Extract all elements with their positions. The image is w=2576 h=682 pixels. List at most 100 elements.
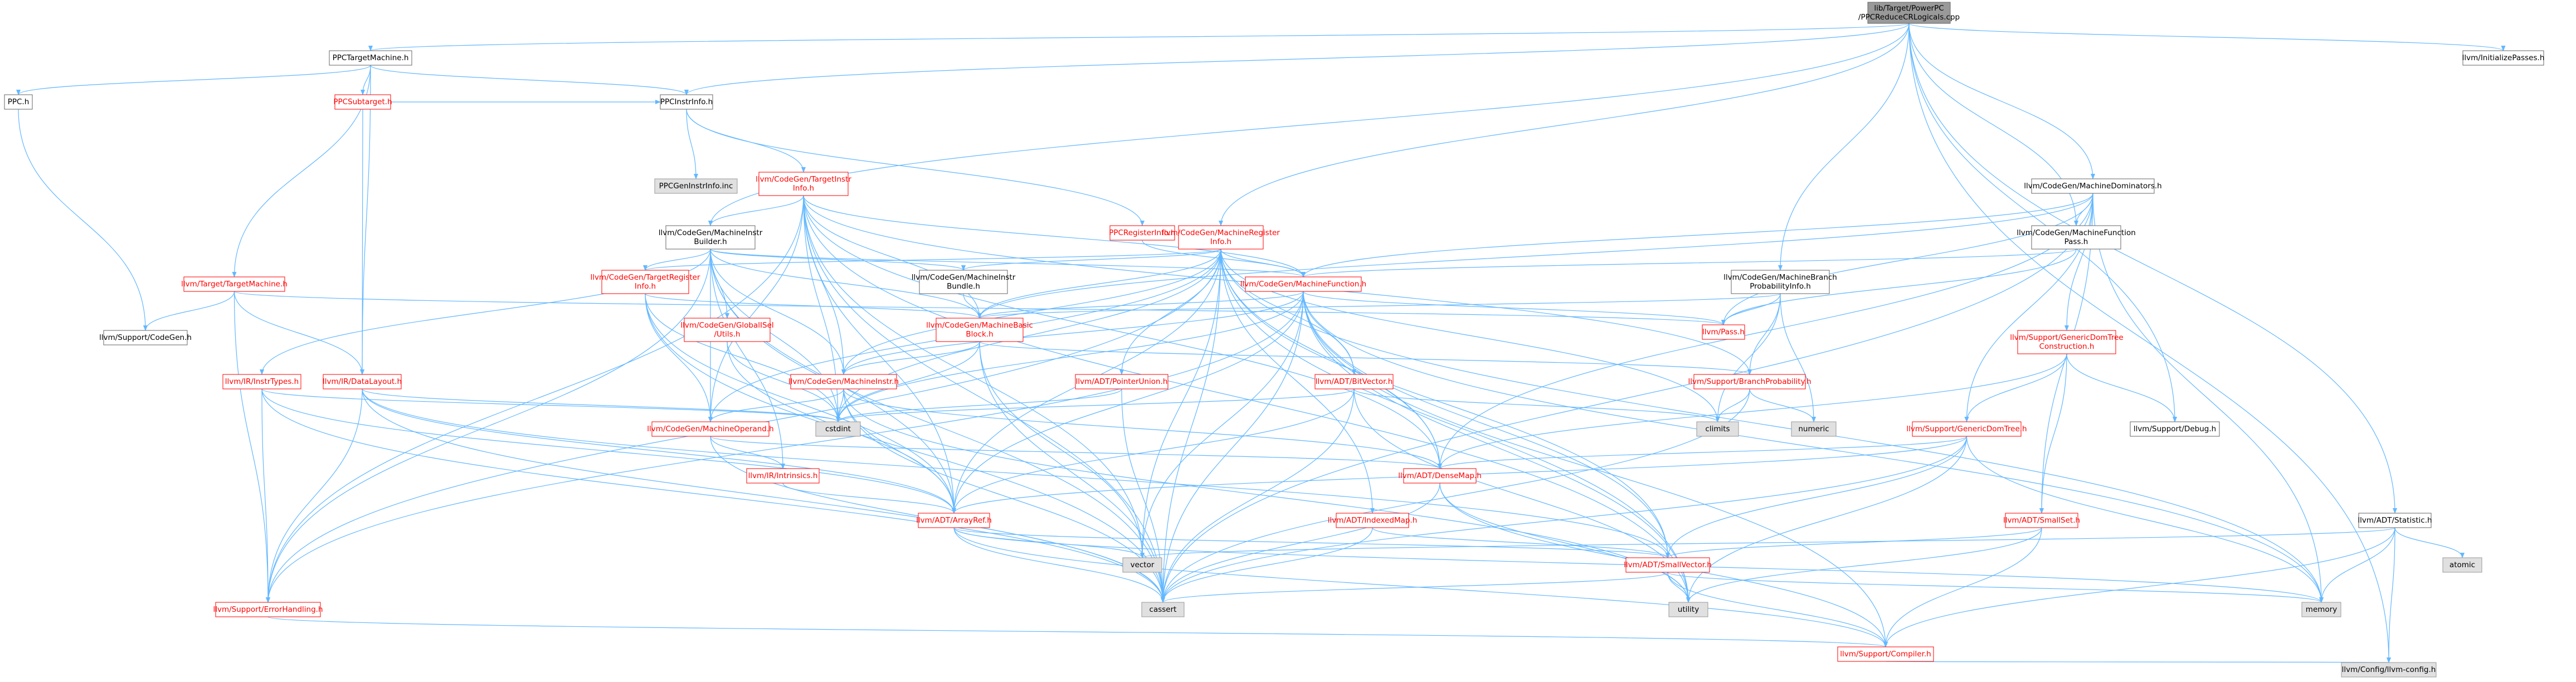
node-memory[interactable]: memory: [2301, 602, 2341, 617]
node-densemap[interactable]: llvm/ADT/DenseMap.h: [1398, 468, 1482, 484]
node-box: [684, 318, 771, 342]
node-box: [918, 513, 990, 528]
node-config[interactable]: llvm/Config/llvm-config.h: [2341, 662, 2437, 678]
node-smallset[interactable]: llvm/ADT/SmallSet.h: [2003, 513, 2080, 528]
edge-mi-to-mo: [708, 388, 844, 422]
edge-densemap-to-utility: [1439, 483, 1691, 603]
node-bp[interactable]: llvm/Support/BranchProbability.h: [1688, 374, 1812, 389]
node-dl[interactable]: llvm/IR/DataLayout.h: [323, 374, 402, 389]
node-arrayref[interactable]: llvm/ADT/ArrayRef.h: [916, 513, 992, 528]
node-errh[interactable]: llvm/Support/ErrorHandling.h: [213, 602, 323, 617]
edge-mbpi-to-mbb: [977, 293, 1781, 319]
node-pass[interactable]: llvm/Pass.h: [1702, 324, 1745, 340]
node-mo[interactable]: llvm/CodeGen/MachineOperand.h: [647, 421, 774, 437]
edge-mf-to-vector: [1140, 291, 1304, 558]
edge-mri-to-vector: [1140, 249, 1221, 558]
node-label: llvm/Config/llvm-config.h: [2342, 665, 2436, 674]
node-box: [2341, 662, 2437, 678]
edge-root-to-mbpi: [1778, 23, 1910, 271]
node-label: llvm/IR/DataLayout.h: [323, 377, 402, 386]
node-label: llvm/Support/BranchProbability.h: [1688, 377, 1811, 386]
node-statistic[interactable]: llvm/ADT/Statistic.h: [2358, 513, 2432, 528]
node-climits[interactable]: climits: [1696, 421, 1739, 437]
edge-mf-to-mbb: [977, 291, 1304, 319]
edge-mdom-to-cassert: [1161, 193, 2093, 603]
node-mbpi[interactable]: llvm/CodeGen/MachineBranchProbabilityInf…: [1723, 270, 1837, 294]
node-label: llvm/ADT/IndexedMap.h: [1328, 516, 1418, 525]
edge-mib-to-errh: [266, 249, 711, 603]
node-ppcinstr[interactable]: PPCInstrInfo.h: [660, 94, 713, 110]
node-vector[interactable]: vector: [1122, 557, 1162, 573]
edge-mf-to-cstdint: [836, 291, 1304, 422]
edge-mri-to-tri: [643, 249, 1221, 271]
edge-dl-to-cassert: [362, 388, 1165, 603]
node-mdom[interactable]: llvm/CodeGen/MachineDominators.h: [2024, 178, 2162, 194]
edge-bitvec-to-cassert: [1161, 388, 1355, 603]
edge-smallvec-to-utility: [1667, 572, 1691, 603]
edge-gdt-to-memory: [1966, 436, 2324, 603]
edge-tri-to-cstdint: [645, 293, 840, 422]
node-irinstr[interactable]: llvm/IR/InstrTypes.h: [222, 374, 301, 389]
node-box: [1791, 421, 1837, 437]
edge-mf-to-pass: [1303, 291, 1726, 325]
edge-dl-to-errh: [266, 388, 363, 603]
node-label: llvm/ADT/DenseMap.h: [1398, 471, 1482, 480]
node-ppcreg[interactable]: PPCRegisterInfo.h: [1109, 225, 1176, 241]
node-bitvec[interactable]: llvm/ADT/BitVector.h: [1314, 374, 1394, 389]
node-label: Info.h: [1210, 237, 1231, 246]
node-mi[interactable]: llvm/CodeGen/MachineInstr.h: [788, 374, 899, 389]
edge-gdtc-to-gdt: [1964, 353, 2067, 422]
node-utility[interactable]: utility: [1668, 602, 1708, 617]
node-ppctm[interactable]: PPCTargetMachine.h: [329, 50, 412, 66]
node-gdtc[interactable]: llvm/Support/GenericDomTreeConstruction.…: [2010, 330, 2124, 354]
node-box: [2442, 557, 2482, 573]
node-box: [1696, 421, 1739, 437]
edge-mri-to-cstdint: [836, 249, 1221, 422]
node-label: llvm/Support/Debug.h: [2134, 425, 2216, 433]
edge-ppctm-to-dl: [360, 65, 371, 375]
edge-mbpi-to-bp: [1747, 293, 1781, 375]
node-ptrunion[interactable]: llvm/ADT/PointerUnion.h: [1075, 374, 1168, 389]
node-ppch[interactable]: PPC.h: [4, 94, 33, 110]
node-box: [919, 270, 1008, 294]
edge-ppcinstr-to-ppcgen: [686, 109, 698, 179]
node-ttm[interactable]: llvm/Target/TargetMachine.h: [181, 276, 288, 292]
node-label: llvm/Support/CodeGen.h: [99, 333, 192, 342]
node-box: [1336, 513, 1409, 528]
node-cg[interactable]: llvm/Support/CodeGen.h: [99, 330, 192, 345]
node-compiler[interactable]: llvm/Support/Compiler.h: [1837, 646, 1934, 662]
node-indexedmap[interactable]: llvm/ADT/IndexedMap.h: [1328, 513, 1418, 528]
node-label: PPCInstrInfo.h: [660, 98, 713, 106]
edge-mf-to-mi: [841, 291, 1304, 375]
node-mf[interactable]: llvm/CodeGen/MachineFunction.h: [1240, 276, 1366, 292]
node-label: PPCSubtarget.h: [333, 98, 392, 106]
edge-bp-to-climits: [1715, 388, 1750, 422]
node-smallvec[interactable]: llvm/ADT/SmallVector.h: [1624, 557, 1712, 573]
node-intrinsics[interactable]: llvm/IR/Intrinsics.h: [746, 468, 820, 484]
edge-irinstr-to-arrayref: [261, 388, 956, 514]
node-ppcgen[interactable]: PPCGenInstrInfo.inc: [654, 178, 738, 194]
edge-mri-to-mibundle: [961, 249, 1221, 271]
node-ppcsub[interactable]: PPCSubtarget.h: [333, 94, 392, 110]
edge-mbb-to-vector: [979, 341, 1145, 558]
node-debug[interactable]: llvm/Support/Debug.h: [2130, 421, 2220, 437]
node-cstdint[interactable]: cstdint: [815, 421, 861, 437]
edge-errh-to-compiler: [267, 616, 1888, 647]
node-gdt[interactable]: llvm/Support/GenericDomTree.h: [1906, 421, 2027, 437]
node-root[interactable]: lib/Target/PowerPC/PPCReduceCRLogicals.c…: [1858, 2, 1960, 24]
node-cassert[interactable]: cassert: [1141, 602, 1185, 617]
edge-root-to-mdom: [1908, 23, 2095, 179]
node-initpasses[interactable]: llvm/InitializePasses.h: [2462, 50, 2545, 66]
node-atomic[interactable]: atomic: [2442, 557, 2482, 573]
node-giutils[interactable]: llvm/CodeGen/GlobalISel/Utils.h: [680, 318, 774, 342]
node-numeric[interactable]: numeric: [1791, 421, 1837, 437]
edge-smallset-to-smallvec: [1666, 527, 2042, 558]
edge-mbb-to-cassert: [979, 341, 1165, 603]
